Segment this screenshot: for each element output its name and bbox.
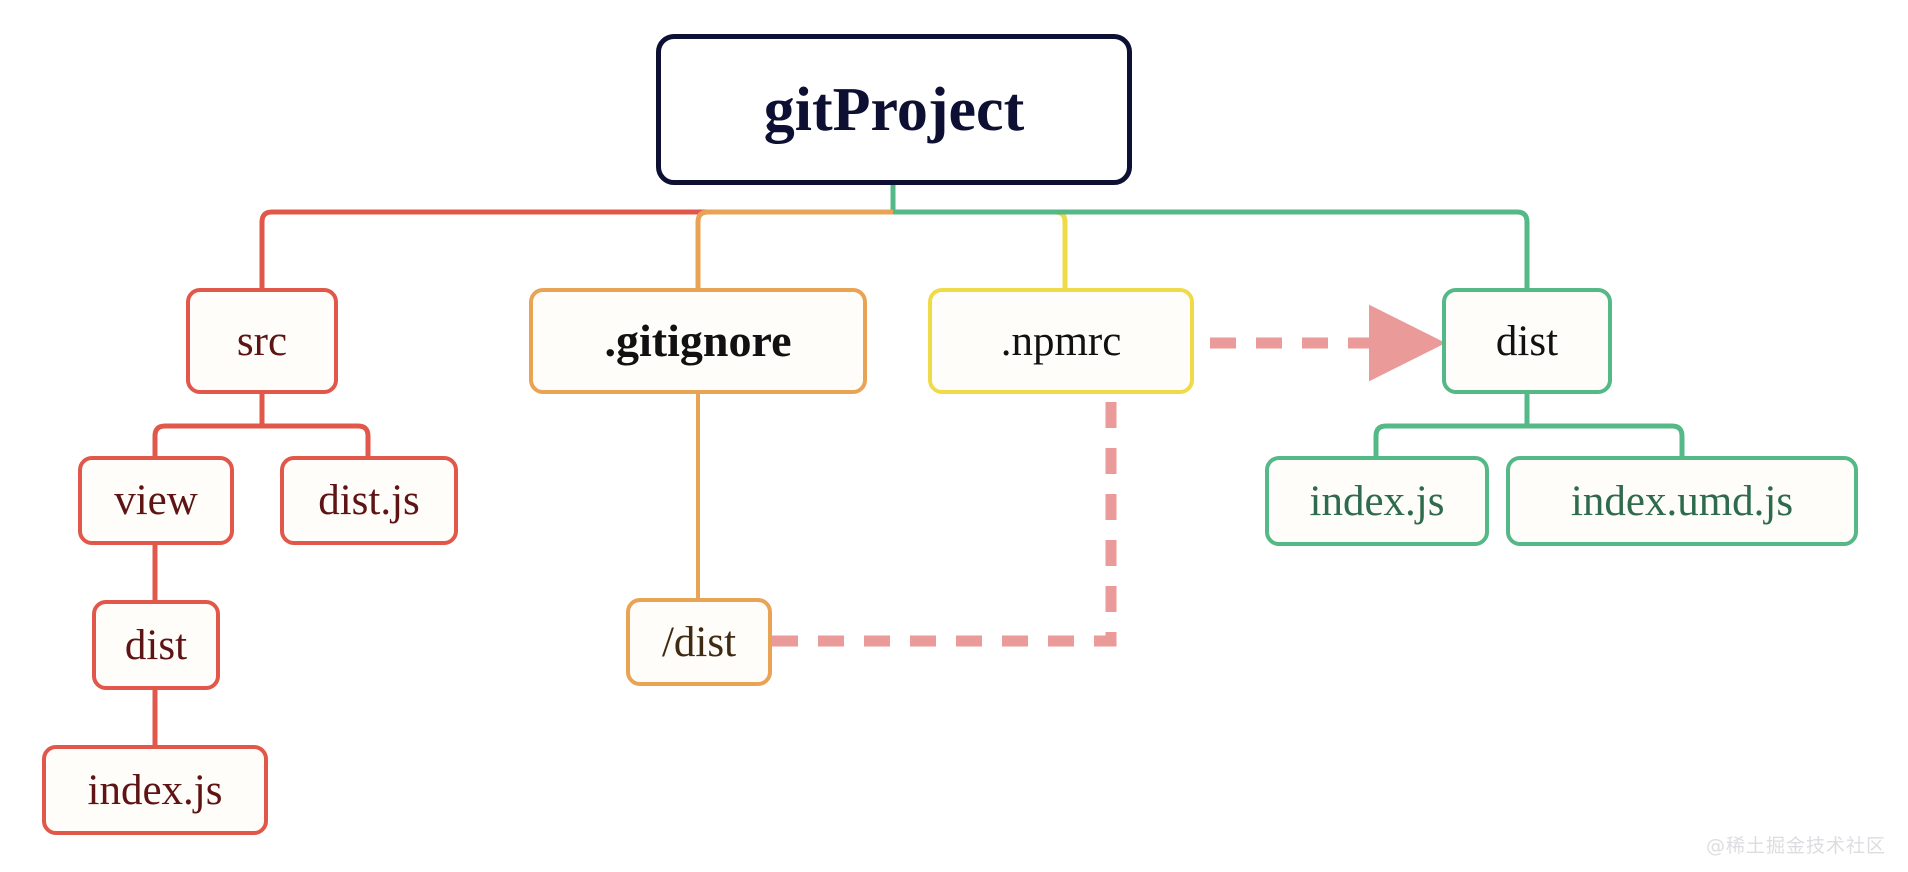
node-label: dist.js — [318, 477, 420, 524]
node-label: dist — [1495, 317, 1559, 365]
node-npmrc[interactable]: .npmrc — [928, 288, 1194, 394]
edge-root-to-gitignore — [695, 209, 893, 288]
edge-root-to-src — [259, 209, 893, 288]
edge-dist-to-indexumdjs — [1527, 423, 1685, 456]
node-index-js-green[interactable]: index.js — [1265, 456, 1489, 546]
node-label: .npmrc — [1000, 317, 1122, 365]
node-label: src — [236, 317, 288, 365]
node-label: .gitignore — [604, 315, 792, 366]
node-view[interactable]: view — [78, 456, 234, 545]
node-dist-js[interactable]: dist.js — [280, 456, 458, 545]
node-root-gitproject[interactable]: gitProject — [656, 34, 1132, 185]
node-index-umd-js[interactable]: index.umd.js — [1506, 456, 1858, 546]
node-label: index.js — [87, 766, 223, 814]
watermark: @稀土掘金技术社区 — [1705, 835, 1886, 857]
edge-slashdist-to-dist-dashed — [772, 304, 1446, 647]
edge-src-to-distjs — [262, 423, 371, 456]
edge-root-to-dist — [893, 209, 1530, 288]
node-dist-root[interactable]: dist — [1442, 288, 1612, 394]
node-label: index.umd.js — [1570, 477, 1794, 525]
node-label: gitProject — [763, 75, 1025, 144]
node-index-js-red[interactable]: index.js — [42, 745, 268, 835]
node-src[interactable]: src — [186, 288, 338, 394]
node-gitignore[interactable]: .gitignore — [529, 288, 867, 394]
node-label: dist — [124, 621, 188, 669]
node-slash-dist[interactable]: /dist — [626, 598, 772, 686]
edge-dist-to-indexjs-green — [1373, 423, 1527, 456]
node-label: /dist — [661, 618, 737, 666]
node-dist-under-view[interactable]: dist — [92, 600, 220, 690]
node-label: view — [114, 477, 198, 524]
edge-src-to-view — [152, 423, 262, 456]
edge-root-to-npmrc — [893, 209, 1068, 288]
node-label: index.js — [1309, 477, 1445, 525]
